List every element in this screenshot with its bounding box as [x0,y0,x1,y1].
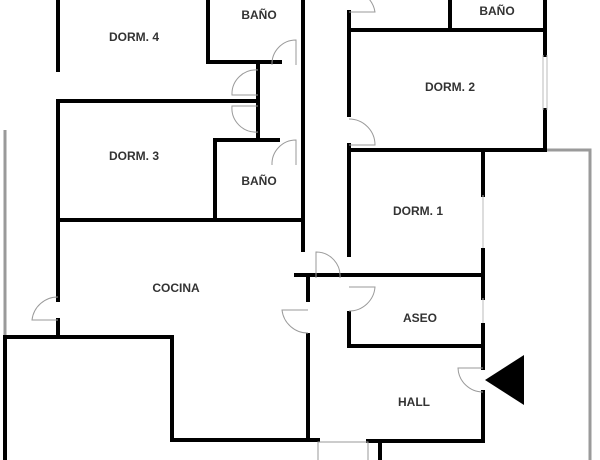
door [315,251,341,279]
door [457,367,484,393]
door [231,105,259,133]
door [349,0,376,13]
door [348,286,376,312]
room-label-hall: HALL [398,395,430,409]
room-label-aseo: ASEO [402,311,438,325]
door [317,441,369,460]
room-label-bano-top-right: BAÑO [479,4,515,18]
outer-boundary-right [545,148,592,460]
wall [213,138,280,222]
room-label-dorm-4: DORM. 4 [108,30,160,44]
door [231,69,259,96]
room-label-dorm-2: DORM. 2 [424,80,476,94]
entrance-arrow-icon [485,355,524,405]
wall [3,335,320,460]
door [281,309,309,334]
room-label-cocina: COCINA [152,281,200,295]
room-label-bano-2: BAÑO [241,174,277,188]
room-label-dorm-3: DORM. 3 [108,149,160,163]
door [348,118,376,146]
room-label-dorm-1: DORM. 1 [392,204,444,218]
door [271,139,297,166]
door [31,296,59,321]
room-label-bano-1: BAÑO [241,8,277,22]
door [271,39,297,66]
